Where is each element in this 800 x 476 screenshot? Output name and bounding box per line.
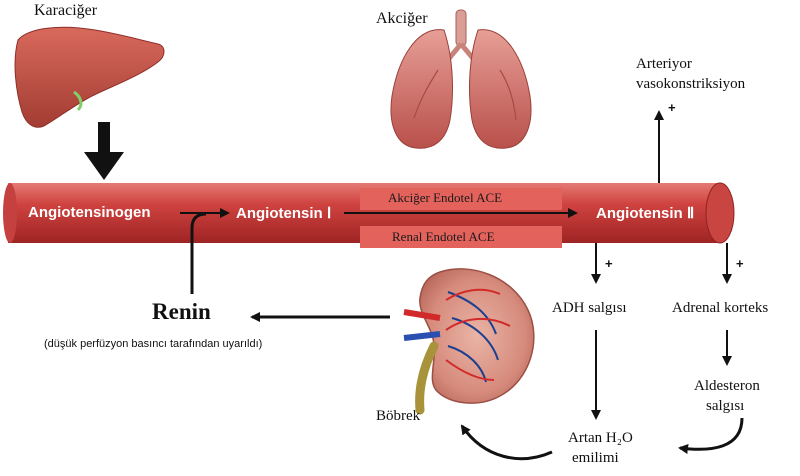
water-to-kidney-arrow	[462, 426, 552, 459]
adh-label: ADH salgısı	[552, 300, 627, 317]
renal-ace-label: Renal Endotel ACE	[392, 229, 495, 245]
vasoconstriction-plus: +	[668, 100, 676, 115]
water-label-line2: emilimi	[572, 450, 619, 467]
adh-plus: +	[605, 256, 613, 271]
renin-label: Renin	[152, 299, 211, 325]
renin-note: (düşük perfüzyon basıncı tarafından uyar…	[44, 338, 262, 350]
lung-label: Akciğer	[376, 10, 428, 28]
angiotensin2-label: Angiotensin Ⅱ	[596, 204, 694, 222]
vasoconstriction-label-line2: vasokonstriksiyon	[636, 76, 745, 93]
liver-down-arrow	[84, 122, 124, 180]
kidney-label: Böbrek	[376, 408, 420, 425]
adrenal-plus: +	[736, 256, 744, 271]
liver-label: Karaciğer	[34, 2, 97, 20]
lung-illustration	[391, 10, 531, 148]
kidney-illustration	[404, 269, 534, 410]
lung-ace-label: Akciğer Endotel ACE	[388, 190, 502, 206]
angiotensinogen-label: Angiotensinogen	[28, 204, 151, 221]
aldosterone-to-water-arrow	[680, 418, 742, 449]
angiotensin1-label: Angiotensin Ⅰ	[236, 204, 331, 222]
liver-illustration	[15, 27, 164, 127]
vasoconstriction-label-line1: Arteriyor	[636, 56, 692, 73]
aldosterone-label-line1: Aldesteron	[694, 378, 760, 395]
aldosterone-label-line2: salgısı	[706, 398, 744, 415]
adrenal-label: Adrenal korteks	[672, 300, 768, 317]
water-label-line1: Artan H₂O	[568, 430, 633, 447]
